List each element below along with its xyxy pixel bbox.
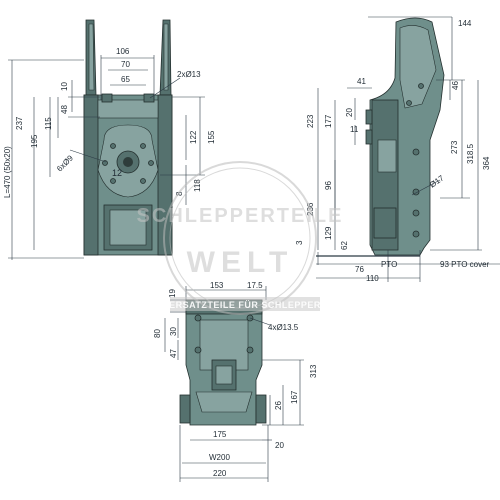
watermark-middle-text: WELT bbox=[187, 246, 294, 279]
dim-313: 313 bbox=[309, 364, 318, 378]
dim-118: 118 bbox=[193, 179, 202, 192]
dim-d17: Ø17 bbox=[428, 173, 446, 189]
dim-273: 273 bbox=[450, 140, 459, 154]
dim-10: 10 bbox=[60, 82, 69, 91]
dim-76: 76 bbox=[355, 265, 364, 274]
dim-364: 364 bbox=[482, 156, 491, 170]
dim-70: 70 bbox=[121, 60, 130, 69]
dim-62: 62 bbox=[340, 241, 349, 250]
dim-80: 80 bbox=[153, 329, 162, 338]
dim-47: 47 bbox=[169, 349, 178, 358]
dim-96: 96 bbox=[324, 181, 333, 190]
dim-318-5: 318.5 bbox=[466, 143, 475, 164]
bottom-view: 19 153 17.5 80 30 4xØ13.5 47 313 26 167 … bbox=[153, 281, 318, 482]
dim-167: 167 bbox=[290, 390, 299, 404]
dim-106: 106 bbox=[116, 47, 130, 56]
dim-26: 26 bbox=[274, 401, 283, 410]
watermark-top-text: SCHLEPPERTEILE bbox=[137, 205, 344, 227]
front-view: 106 70 65 2xØ13 10 48 115 195 237 L=470 … bbox=[3, 19, 216, 260]
dim-237: 237 bbox=[15, 116, 24, 130]
dim-144: 144 bbox=[458, 19, 472, 28]
dim-129: 129 bbox=[324, 226, 333, 240]
dim-220: 220 bbox=[213, 469, 227, 478]
dim-20: 20 bbox=[345, 108, 354, 117]
dim-177: 177 bbox=[324, 114, 333, 128]
dim-122: 122 bbox=[189, 130, 198, 144]
dim-12: 12 bbox=[112, 168, 122, 178]
dim-48: 48 bbox=[60, 105, 69, 114]
dim-46: 46 bbox=[451, 81, 460, 90]
dim-19: 19 bbox=[168, 289, 177, 298]
dim-110: 110 bbox=[366, 274, 379, 283]
dim-30: 30 bbox=[169, 327, 178, 336]
dim-11: 11 bbox=[350, 125, 359, 134]
dim-20: 20 bbox=[275, 441, 284, 450]
dim-2x13-holes: 2xØ13 bbox=[177, 70, 201, 79]
dim-3: 3 bbox=[295, 240, 304, 245]
pto-housing bbox=[377, 139, 397, 173]
dim-length: L=470 (50x20) bbox=[3, 146, 12, 198]
watermark-ribbon-text: ERSATZTEILE FÜR SCHLEPPER bbox=[169, 300, 321, 310]
side-view: 144 41 46 223 177 20 11 273 318.5 364 96… bbox=[295, 16, 500, 283]
dim-65: 65 bbox=[121, 75, 130, 84]
dim-223: 223 bbox=[306, 114, 315, 128]
dim-17-5: 17.5 bbox=[247, 281, 263, 290]
pto-label: PTO bbox=[381, 260, 397, 269]
dim-153: 153 bbox=[210, 281, 224, 290]
pto-cover-label: 93 PTO cover bbox=[440, 260, 490, 269]
dim-195: 195 bbox=[30, 134, 39, 148]
dim-155: 155 bbox=[207, 130, 216, 144]
watermark-logo: SCHLEPPERTEILE WELT ERSATZTEILE FÜR SCHL… bbox=[137, 161, 344, 315]
dim-115: 115 bbox=[44, 117, 53, 130]
dim-4x13-5-holes: 4xØ13.5 bbox=[268, 323, 299, 332]
dim-6x9-holes: 6xØ9 bbox=[55, 153, 75, 173]
dim-175: 175 bbox=[213, 430, 227, 439]
dim-w200: W200 bbox=[209, 453, 230, 462]
dim-41: 41 bbox=[357, 77, 366, 86]
